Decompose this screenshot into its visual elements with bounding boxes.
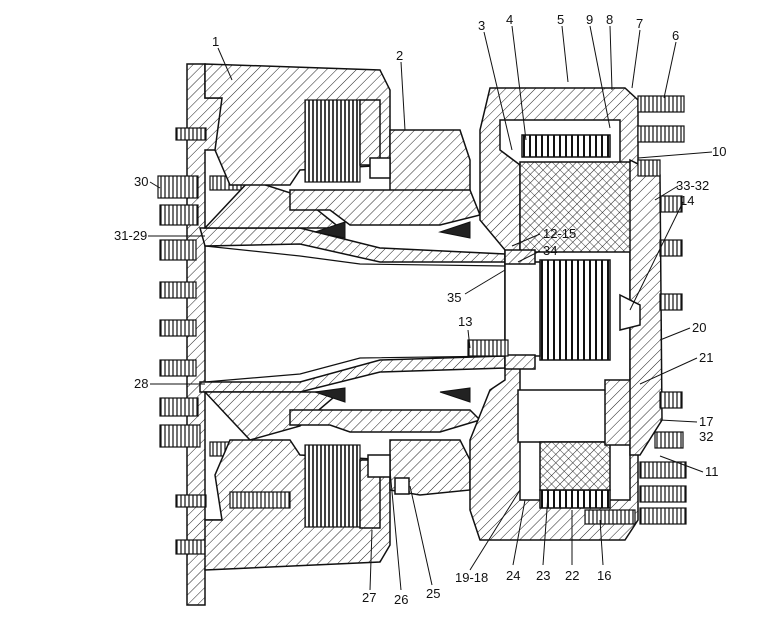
callout-1: 1 <box>212 34 219 49</box>
callout-13: 13 <box>458 314 472 329</box>
callout-25: 25 <box>426 586 440 601</box>
callout-33-32: 33-32 <box>676 178 709 193</box>
ring-gear <box>521 134 611 509</box>
callout-21: 21 <box>699 350 713 365</box>
brake-housing-lower <box>204 387 482 571</box>
callout-11: 11 <box>705 464 719 479</box>
callout-17: 17 <box>699 414 713 429</box>
callout-20: 20 <box>692 320 706 335</box>
callout-26: 26 <box>394 592 408 607</box>
callout-23: 23 <box>536 568 550 583</box>
callout-7: 7 <box>636 16 643 31</box>
callout-16: 16 <box>597 568 611 583</box>
callout-2: 2 <box>396 48 403 63</box>
planetary-gear-set <box>517 161 656 491</box>
callout-8: 8 <box>606 12 613 27</box>
housing-studs <box>584 95 687 525</box>
callout-6: 6 <box>672 28 679 43</box>
callout-14: 14 <box>680 193 694 208</box>
callout-labels: 1 2 3 4 5 9 8 7 6 10 33-32 14 12-15 34 3… <box>114 12 726 607</box>
callout-32: 32 <box>699 429 713 444</box>
callout-4: 4 <box>506 12 513 27</box>
callout-31-29: 31-29 <box>114 228 147 243</box>
callout-5: 5 <box>557 12 564 27</box>
brake-housing-upper <box>204 63 482 239</box>
end-cover <box>619 158 663 456</box>
callout-34: 34 <box>543 243 557 258</box>
callout-10: 10 <box>712 144 726 159</box>
callout-12-15: 12-15 <box>543 226 576 241</box>
callout-28: 28 <box>134 376 148 391</box>
callout-3: 3 <box>478 18 485 33</box>
callout-19-18: 19-18 <box>455 570 488 585</box>
sun-gear-shaft <box>467 249 541 370</box>
callout-24: 24 <box>506 568 520 583</box>
callout-30: 30 <box>134 174 148 189</box>
callout-35: 35 <box>447 290 461 305</box>
callout-9: 9 <box>586 12 593 27</box>
callout-22: 22 <box>565 568 579 583</box>
leader-lines <box>148 25 713 591</box>
callout-27: 27 <box>362 590 376 605</box>
